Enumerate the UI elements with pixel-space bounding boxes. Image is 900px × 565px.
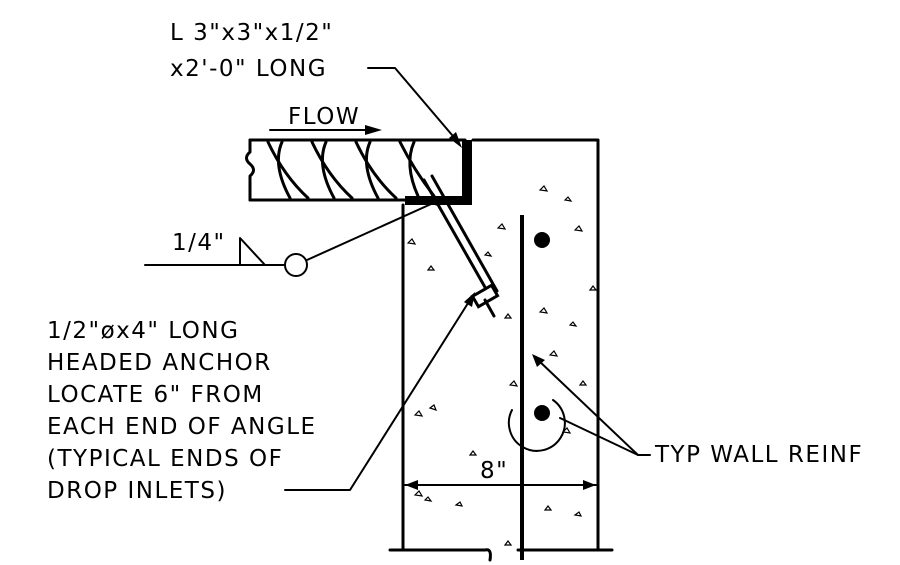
rebar-dot-top: [534, 232, 550, 248]
angle-size-label: L 3"x3"x1/2": [170, 20, 333, 46]
weld-leader-line: [306, 199, 441, 261]
flow-arrowhead: [365, 125, 382, 135]
fillet-weld-symbol: [239, 237, 266, 266]
weld-size-label: 1/4": [172, 230, 226, 256]
dimension-arrow-left: [405, 480, 418, 490]
weld-all-around-symbol: [284, 253, 308, 277]
anchor-note-line2: HEADED ANCHOR: [47, 350, 272, 376]
rebar-callout-arc: [507, 399, 566, 452]
angle-leader-arrowhead: [449, 132, 462, 148]
weld-leader-arrowhead: [432, 197, 446, 206]
flow-label: FLOW: [288, 104, 360, 130]
inlet-grate: [245, 138, 467, 202]
anchor-note-line1: 1/2"øx4" LONG: [47, 318, 239, 344]
wall-reinf-label: TYP WALL REINF: [654, 442, 863, 468]
wall-reinf-leader: [537, 359, 651, 456]
wall-thickness-label: 8": [480, 458, 508, 484]
anchor-leader-arrowhead: [464, 292, 475, 307]
anchor-note-line5: (TYPICAL ENDS OF: [47, 446, 283, 472]
concrete-wall: [388, 138, 614, 562]
angle-length-label: x2'-0" LONG: [170, 56, 327, 82]
angle-leader-line: [367, 67, 459, 143]
anchor-note-line4: EACH END OF ANGLE: [47, 414, 317, 440]
wall-reinf-leader-2: [559, 417, 639, 456]
wall-reinf-leader-arrowhead: [532, 354, 545, 367]
anchor-note-line3: LOCATE 6" FROM: [47, 382, 264, 408]
anchor-leader-line: [284, 299, 471, 491]
steel-angle: [405, 140, 472, 205]
anchor-note-line6: DROP INLETS): [47, 478, 227, 504]
dimension-arrow-right: [583, 480, 596, 490]
rebar-dot-bottom: [534, 405, 550, 421]
concrete-aggregate: [406, 185, 598, 546]
